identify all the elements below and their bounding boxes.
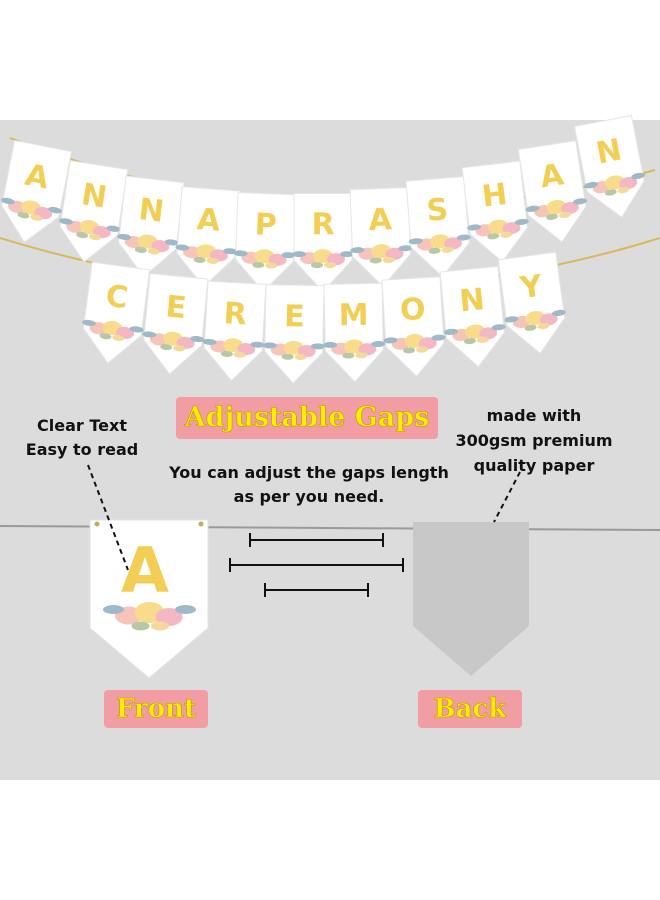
banner-flag-letter: H	[480, 177, 509, 215]
banner-flag: E	[140, 273, 209, 375]
banner-flag: H	[461, 160, 531, 263]
front-sample-flag: A	[89, 519, 209, 679]
banner-flag: Y	[497, 251, 568, 354]
banner-flag: P	[233, 191, 297, 293]
banner-flag-letter: E	[164, 289, 188, 326]
banner-flag-letter: A	[368, 202, 393, 238]
back-label: Back	[418, 690, 522, 728]
banner-flag: A	[349, 186, 413, 288]
banner-flag: N	[439, 265, 508, 368]
banner-flag: S	[405, 176, 472, 278]
front-label: Front	[104, 690, 208, 728]
adjustable-gaps-title: Adjustable Gaps	[176, 397, 438, 439]
banner-flag-letter: E	[284, 299, 305, 334]
clear-text-pointer	[87, 464, 129, 571]
banner-flag-letter: P	[254, 207, 277, 243]
banner-flag: R	[201, 280, 267, 382]
banner-flag-letter: N	[79, 177, 109, 215]
banner-flag-letter: C	[103, 279, 130, 317]
banner-flag-letter: N	[137, 192, 166, 230]
back-sample-flag	[413, 522, 529, 676]
banner-flag: N	[115, 175, 185, 278]
banner-flag-letter: S	[425, 192, 449, 229]
banner-flag-letter: N	[458, 282, 486, 319]
banner-flag: N	[573, 114, 648, 218]
banner-flag-letter: R	[311, 208, 334, 243]
banner-flag: E	[262, 284, 325, 384]
banner-flag-letter: R	[223, 296, 248, 332]
banner-flag: C	[80, 261, 151, 364]
sample-letter: A	[121, 534, 169, 607]
clear-text-note: Clear Text Easy to read	[25, 416, 139, 459]
paper-description: made with 300gsm premium quality paper	[455, 406, 613, 475]
gap-indicators	[229, 533, 404, 597]
banner-flag: R	[292, 193, 354, 293]
banner-flag: A	[0, 139, 73, 243]
banner-flag-letter: A	[196, 202, 223, 239]
banner-flag-letter: M	[338, 298, 369, 334]
banner-flag: N	[56, 160, 129, 263]
paper-pointer	[493, 471, 521, 523]
gaps-description: You can adjust the gaps length as per yo…	[169, 463, 449, 506]
banner-flag: A	[174, 186, 241, 288]
banner-flag: M	[323, 282, 386, 383]
banner-flag: A	[517, 140, 590, 243]
banner-flag: O	[381, 276, 447, 378]
banner-flag-letter: O	[399, 292, 426, 328]
